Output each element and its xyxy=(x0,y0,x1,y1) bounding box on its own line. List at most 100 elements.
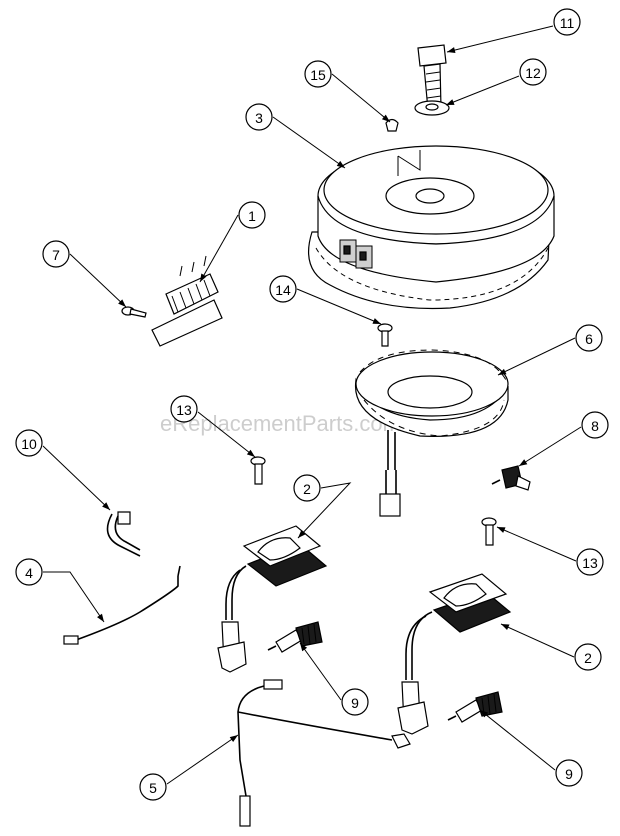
callout-number: 5 xyxy=(149,780,157,796)
callout-circle xyxy=(581,411,609,439)
part-15-key xyxy=(385,118,399,132)
callout-number: 7 xyxy=(52,247,60,263)
callout-leader xyxy=(43,571,105,623)
callout-leader xyxy=(497,337,576,376)
callout-circle xyxy=(304,60,332,88)
callout-arrowhead xyxy=(300,643,308,652)
callout-c9b: 9 xyxy=(479,709,583,787)
callout-leader xyxy=(299,642,342,701)
part-13-screw-right xyxy=(481,517,497,546)
callout-leader xyxy=(69,253,127,308)
callout-circle xyxy=(574,643,602,671)
callout-c6: 6 xyxy=(497,324,603,376)
callout-circle xyxy=(238,201,266,229)
part-1-rectifier xyxy=(151,255,223,347)
callout-leader xyxy=(296,288,382,325)
callout-leader xyxy=(518,426,582,467)
callout-number: 9 xyxy=(565,766,573,782)
callout-circle xyxy=(575,324,603,352)
callout-leader xyxy=(272,116,346,169)
callout-circle xyxy=(341,688,369,716)
callout-leader xyxy=(500,623,575,658)
part-11-bolt xyxy=(417,44,447,111)
callout-number: 9 xyxy=(351,695,359,711)
part-9-plug-right xyxy=(447,691,503,723)
part-7-screw xyxy=(121,306,147,318)
callout-c4: 4 xyxy=(15,558,105,623)
watermark: eReplacementParts.com xyxy=(160,411,401,436)
callout-circle xyxy=(139,773,167,801)
callout-number: 8 xyxy=(591,418,599,434)
callout-number: 1 xyxy=(248,208,256,224)
part-4-wire xyxy=(63,565,181,645)
callout-c13a: 13 xyxy=(170,395,256,458)
callout-c14: 14 xyxy=(269,275,382,325)
callout-circle xyxy=(269,275,297,303)
callout-arrowhead xyxy=(97,613,104,622)
callout-arrowhead xyxy=(447,47,456,54)
callout-arrowhead xyxy=(381,114,390,122)
callout-arrowhead xyxy=(480,710,489,718)
part-3-flywheel xyxy=(308,145,555,310)
callout-arrowhead xyxy=(497,527,506,533)
callout-c10: 10 xyxy=(15,429,111,511)
callout-leader xyxy=(197,411,256,458)
callout-arrowhead xyxy=(246,449,255,457)
callout-arrowhead xyxy=(229,735,238,743)
callout-leader xyxy=(446,25,554,53)
callout-number: 15 xyxy=(310,67,326,83)
callout-c12: 12 xyxy=(445,58,547,106)
callout-circle xyxy=(553,8,581,36)
part-14-screw xyxy=(377,323,393,347)
callout-arrowhead xyxy=(102,502,110,510)
callout-number: 11 xyxy=(560,15,575,31)
part-12-washer xyxy=(414,100,450,116)
callout-number: 12 xyxy=(525,65,541,81)
callout-c2b: 2 xyxy=(500,623,602,671)
callout-arrowhead xyxy=(501,624,510,631)
part-9-plug-left xyxy=(267,621,323,653)
part-8-sensor xyxy=(491,465,531,491)
callout-c13b: 13 xyxy=(496,526,604,576)
callout-circle xyxy=(576,548,604,576)
callout-leader xyxy=(479,709,556,771)
callout-number: 13 xyxy=(582,555,598,571)
callout-arrowhead xyxy=(298,530,306,538)
callout-c8: 8 xyxy=(518,411,609,467)
callout-number: 4 xyxy=(25,565,33,581)
callout-circle xyxy=(170,395,198,423)
callout-arrowhead xyxy=(498,368,507,375)
callout-circle xyxy=(42,240,70,268)
callout-number: 6 xyxy=(585,331,593,347)
callout-c3: 3 xyxy=(245,103,346,169)
callout-leader xyxy=(297,482,352,539)
callout-circle xyxy=(555,759,583,787)
callout-number: 13 xyxy=(176,402,192,418)
callout-leader xyxy=(42,445,111,511)
part-2-coil-left xyxy=(217,525,328,673)
callout-c15: 15 xyxy=(304,60,391,123)
callout-leader xyxy=(199,214,239,283)
callout-leader xyxy=(166,734,239,785)
callout-number: 10 xyxy=(21,436,37,452)
callout-arrowhead xyxy=(446,99,455,105)
part-5-harness xyxy=(237,679,411,827)
callout-circle xyxy=(293,474,321,502)
part-10-strap xyxy=(106,511,141,557)
callout-number: 2 xyxy=(303,481,311,497)
callout-arrowhead xyxy=(118,299,126,307)
callout-circle xyxy=(519,58,547,86)
callout-arrowhead xyxy=(372,318,381,324)
callout-c9a: 9 xyxy=(299,642,369,716)
callout-c5: 5 xyxy=(139,734,239,801)
part-6-stator xyxy=(354,349,509,517)
callout-leader xyxy=(331,73,391,123)
callout-number: 14 xyxy=(275,282,291,298)
callout-circle xyxy=(245,103,273,131)
callout-layer: 11 15 12 3 1 7 14 6 13 10 8 2 13 4 9 2 5 9 xyxy=(15,8,609,801)
callout-c11: 11 xyxy=(446,8,581,54)
callout-circle xyxy=(15,429,43,457)
callout-circle xyxy=(15,558,43,586)
callout-c1: 1 xyxy=(199,201,266,283)
